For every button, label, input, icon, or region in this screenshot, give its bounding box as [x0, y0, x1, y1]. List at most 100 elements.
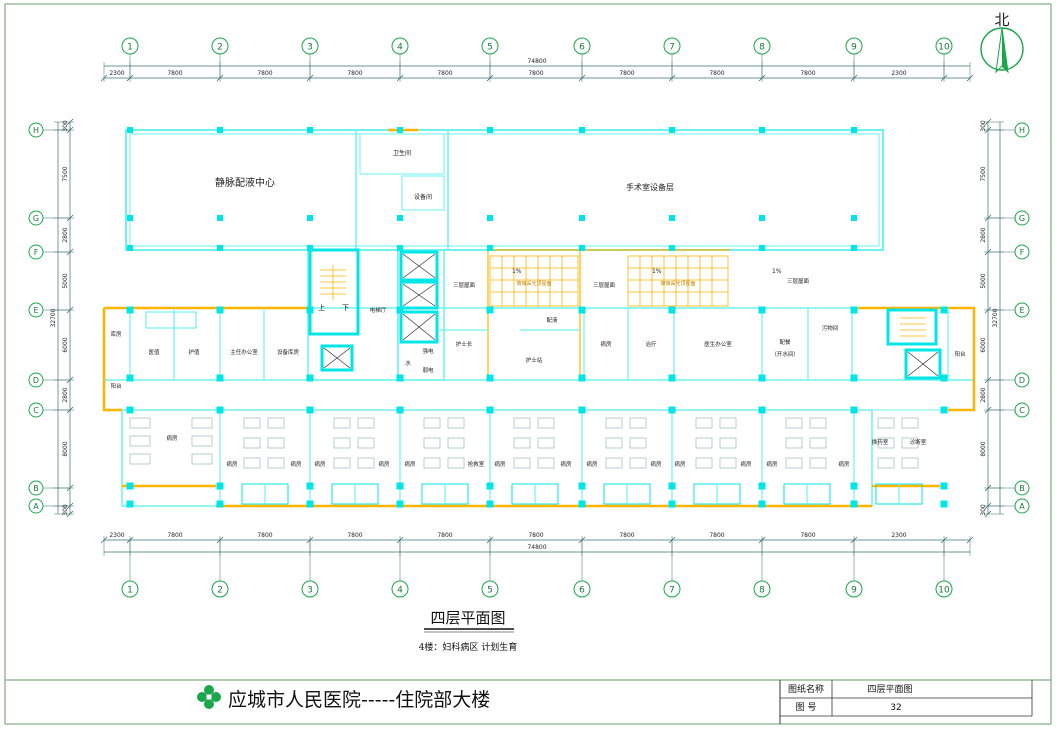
room-ward-11: 病房 — [740, 460, 752, 468]
drawing-subtitle: 4楼：妇科病区 计划生育 — [419, 641, 518, 653]
room-consult: 诊断室 — [910, 438, 927, 446]
column — [940, 482, 948, 490]
room-head-nurse: 护士长 — [456, 340, 473, 348]
column — [758, 482, 766, 490]
column — [126, 374, 134, 382]
axis-bubble-row: E — [33, 306, 38, 315]
dim-segment-x: 2300 — [891, 70, 906, 77]
room-ward-w: 病房 — [166, 434, 178, 442]
room-roof-3d: 三层屋面 — [787, 278, 810, 285]
column — [850, 306, 858, 314]
axis-bubble-row: A — [1019, 502, 1025, 511]
room-ward-10: 病房 — [674, 460, 686, 468]
room-ward-1: 病房 — [226, 460, 238, 468]
axis-bubble-column: 3 — [307, 586, 313, 596]
column — [127, 127, 133, 133]
dim-segment-x: 7800 — [347, 532, 362, 539]
dim-segment-y: 2800 — [980, 227, 987, 242]
room-storage: 库房 — [110, 330, 122, 338]
partitions-middle — [129, 308, 949, 380]
drawing-frame — [4, 3, 1052, 725]
dim-segment-y: 2800 — [62, 387, 69, 402]
dim-segment-y: 5000 — [62, 273, 69, 288]
room-rescue: 抢救室 — [468, 460, 485, 468]
column — [126, 306, 134, 314]
column — [126, 406, 134, 414]
axis-bubble-column: 1 — [127, 586, 133, 596]
column — [850, 500, 858, 508]
dim-total-x: 74800 — [527, 58, 546, 65]
room-iv-center: 静脉配液中心 — [215, 176, 275, 189]
axis-bubble-column: 1 — [127, 43, 133, 53]
column — [668, 374, 676, 382]
column — [396, 374, 404, 382]
stair-west: 上 下 — [308, 248, 360, 336]
column — [579, 215, 585, 221]
dim-segment-x: 7800 — [709, 70, 724, 77]
stair-down-label: 下 — [342, 304, 349, 312]
room-ward-6: 病房 — [494, 460, 506, 468]
room-elec-2: 弱电 — [422, 366, 434, 374]
room-elevator-hall: 电梯厅 — [370, 306, 387, 314]
column — [758, 374, 766, 382]
axis-bubble-column: 8 — [759, 43, 765, 53]
column — [307, 245, 313, 251]
column — [306, 500, 314, 508]
dim-segment-y: 7500 — [62, 166, 69, 181]
drawing-name-label: 图纸名称 — [788, 683, 824, 695]
column — [307, 215, 313, 221]
dim-segment-x: 7800 — [709, 532, 724, 539]
column — [578, 406, 586, 414]
dim-segment-y: 5000 — [980, 273, 987, 288]
column — [216, 482, 224, 490]
column — [216, 500, 224, 508]
column — [940, 374, 948, 382]
room-nurse-station: 护士站 — [526, 356, 543, 364]
room-elec-1: 强电 — [422, 347, 434, 355]
elevator-west — [320, 344, 354, 372]
stair-up-label: 上 — [318, 303, 325, 312]
column — [759, 215, 765, 221]
room-ward-2: 病房 — [290, 460, 302, 468]
axis-bubble-row: F — [1020, 248, 1025, 257]
column — [759, 127, 765, 133]
column — [486, 406, 494, 414]
dim-segment-y: 300 — [980, 120, 987, 132]
column — [758, 500, 766, 508]
column — [126, 500, 134, 508]
dim-segment-y: 6000 — [62, 337, 69, 352]
axis-bubble-row: H — [33, 126, 39, 135]
dim-segment-x: 7800 — [437, 532, 452, 539]
column — [758, 406, 766, 414]
column — [669, 127, 675, 133]
axis-bubble-column: 4 — [397, 586, 403, 596]
column — [578, 306, 586, 314]
column — [217, 127, 223, 133]
axis-bubble-row: D — [33, 376, 39, 385]
column — [306, 374, 314, 382]
axis-bubble-row: B — [33, 484, 39, 493]
room-dispensing: 配液 — [546, 316, 558, 324]
ward-partitions — [129, 410, 923, 506]
dim-segment-x: 7800 — [437, 70, 452, 77]
axis-bubble-row: G — [33, 214, 39, 223]
column — [669, 215, 675, 221]
room-roof-3a: 三层屋面 — [453, 282, 476, 289]
column — [579, 245, 585, 251]
room-ward-8: 病房 — [586, 460, 598, 468]
north-arrow: 北 — [980, 11, 1024, 74]
hospital-logo — [197, 685, 221, 709]
column — [306, 482, 314, 490]
room-water: 水 — [405, 359, 411, 367]
axis-bubble-column: 8 — [759, 586, 765, 596]
drawing-title: 四层平面图 — [430, 609, 505, 627]
room-equipment: 设备间 — [414, 193, 432, 201]
column — [396, 482, 404, 490]
axis-bubble-row: B — [1019, 484, 1025, 493]
column — [216, 306, 224, 314]
column — [486, 482, 494, 490]
axis-bubble-row: D — [1019, 376, 1025, 385]
column — [850, 406, 858, 414]
dim-segment-x: 7800 — [528, 70, 543, 77]
